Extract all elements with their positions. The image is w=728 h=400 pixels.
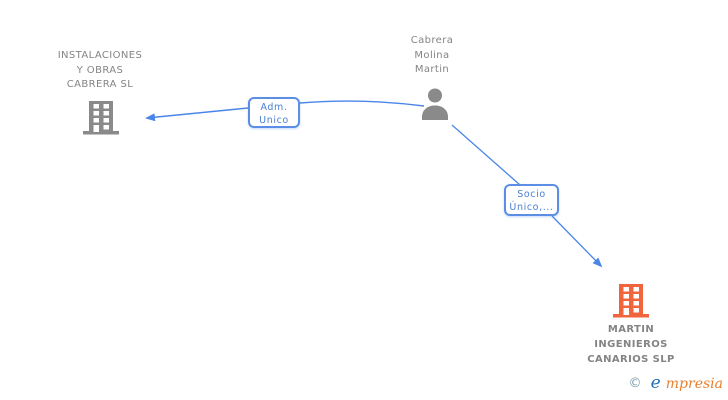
node-name-line: Martin [414,64,450,75]
edge-label-socio-unico[interactable]: Socio Único,... [504,184,559,216]
building-icon [613,284,649,318]
logo-initial: e [650,373,661,393]
edge-socio-unico-segment-person [451,124,521,186]
building-icon [83,101,119,135]
node-name-line: CABRERA SL [66,79,134,90]
edge-label-line: Unico [259,114,289,126]
edge-label-line: Socio [517,189,546,200]
edge-socio-unico-segment-arrow [551,215,603,268]
edge-adm-unico-segment-arrow [145,107,249,122]
edge-label-line: Único,... [509,201,554,213]
logo-wordmark: mpresia [665,376,723,392]
node-name-line: Molina [414,49,450,61]
edge-label-line: Adm. [260,102,288,113]
empresia-logo[interactable]: © e mpresia [629,373,723,393]
node-name-line: INGENIEROS [594,339,668,350]
node-cabrera-label[interactable]: Cabrera Molina Martin [372,34,492,78]
node-instalaciones-label[interactable]: INSTALACIONES Y OBRAS CABRERA SL [20,49,180,93]
node-name-line: INSTALACIONES [57,50,143,61]
node-name-line: MARTIN [607,324,655,335]
node-name-line: Cabrera [410,35,454,46]
edge-label-adm-unico[interactable]: Adm. Unico [248,97,300,128]
node-cabrera[interactable] [419,88,451,124]
node-name-line: CANARIOS SLP [587,354,675,365]
copyright-icon: © [628,376,642,391]
node-martin-label[interactable]: MARTIN INGENIEROS CANARIOS SLP [561,322,701,367]
node-instalaciones[interactable] [82,101,120,139]
edge-adm-unico-segment-person [299,100,425,107]
node-name-line: Y OBRAS [76,64,124,76]
node-martin[interactable] [612,284,650,322]
person-icon [422,88,448,120]
